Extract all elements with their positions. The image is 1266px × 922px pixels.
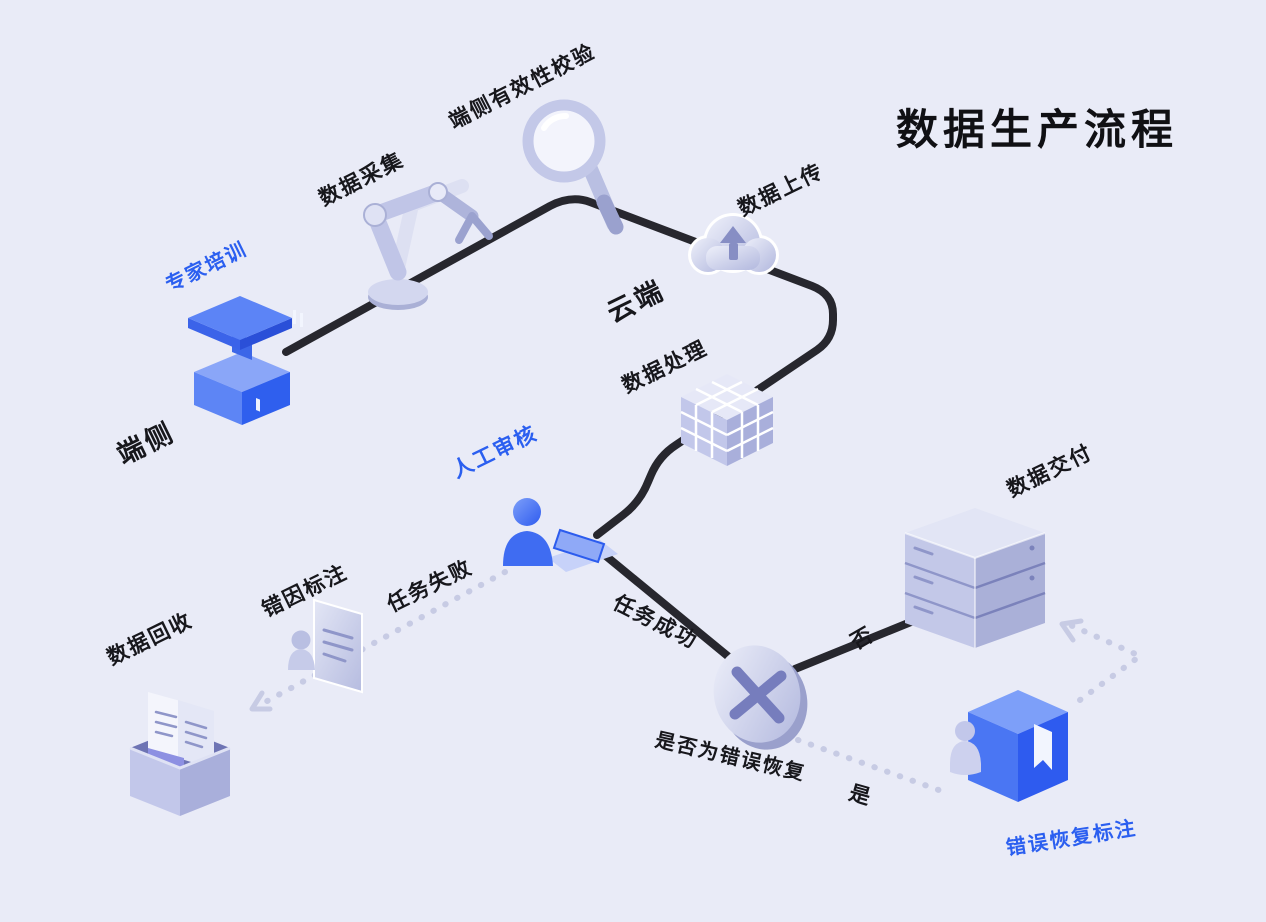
chevron-to-server: [1059, 618, 1084, 643]
person-laptop-icon: [503, 498, 618, 572]
dotted-paths: [255, 569, 1146, 797]
robot-arm-icon: [363, 179, 493, 310]
magnifier-icon: [522, 99, 624, 235]
podium-icon: [188, 296, 303, 425]
cloud-upload-icon: [688, 213, 779, 275]
rubik-cube-icon: [680, 374, 774, 466]
recycle-box-icon: [129, 692, 231, 816]
edge-task-success: [602, 552, 756, 680]
chevron-to-recovery-box: [249, 690, 273, 712]
server-stack-icon: [904, 508, 1046, 648]
page-title: 数据生产流程: [896, 106, 1179, 153]
edge-recovery-to-delivery: [1065, 621, 1146, 703]
person-document-icon: [288, 598, 363, 694]
x-mark-disc-icon: [713, 645, 808, 750]
edge-yes: [795, 737, 953, 797]
edge-main-top: [282, 195, 837, 539]
person-book-icon: [950, 690, 1068, 802]
dotted-arrowheads: [249, 618, 1084, 712]
